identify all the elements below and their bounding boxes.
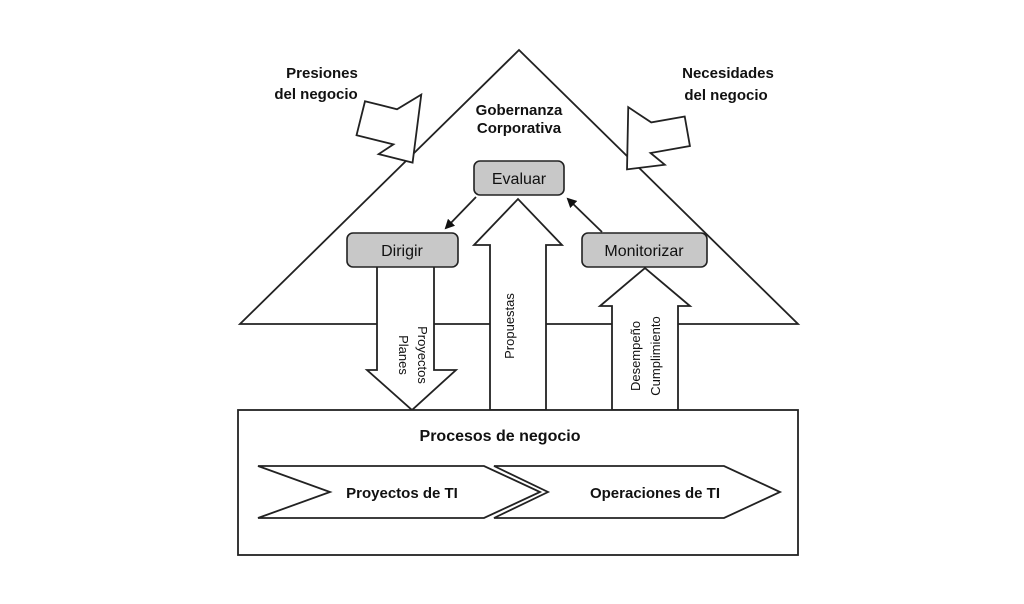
governance-title-line2: Corporativa [477, 120, 562, 137]
needs-arrow-icon [626, 105, 691, 171]
performance-label: Desempeño [628, 321, 643, 391]
performance-flow-arrow [597, 266, 693, 411]
evaluate-label: Evaluar [492, 171, 547, 188]
pressures-arrow-icon [355, 92, 423, 164]
business-processes-title: Procesos de negocio [420, 428, 581, 445]
it-projects-label: Proyectos de TI [346, 485, 458, 502]
direct-label: Dirigir [381, 243, 423, 260]
plans-flow-arrow [364, 261, 459, 412]
proposals-flow-arrow [471, 197, 565, 411]
it-operations-chevron [493, 465, 783, 519]
compliance-label: Cumplimiento [648, 316, 663, 395]
needs-label-line1: Necesidades [682, 65, 774, 82]
proposals-label: Propuestas [502, 293, 517, 359]
it-operations-label: Operaciones de TI [590, 485, 720, 502]
pressures-label-line1: Presiones [286, 65, 358, 82]
it-projects-chevron [257, 465, 543, 519]
pressures-label-line2: del negocio [274, 86, 357, 103]
plans-label: Planes [396, 335, 411, 375]
monitor-label: Monitorizar [604, 243, 684, 260]
evaluate-node: Evaluar [473, 160, 565, 196]
needs-label-line2: del negocio [684, 87, 767, 104]
monitor-node: Monitorizar [581, 232, 708, 268]
direct-node: Dirigir [346, 232, 459, 268]
governance-title-line1: Gobernanza [476, 102, 563, 119]
projects-label: Proyectos [415, 326, 430, 384]
monitor-to-evaluate-arrow [566, 197, 603, 233]
evaluate-to-direct-arrow [444, 196, 477, 230]
